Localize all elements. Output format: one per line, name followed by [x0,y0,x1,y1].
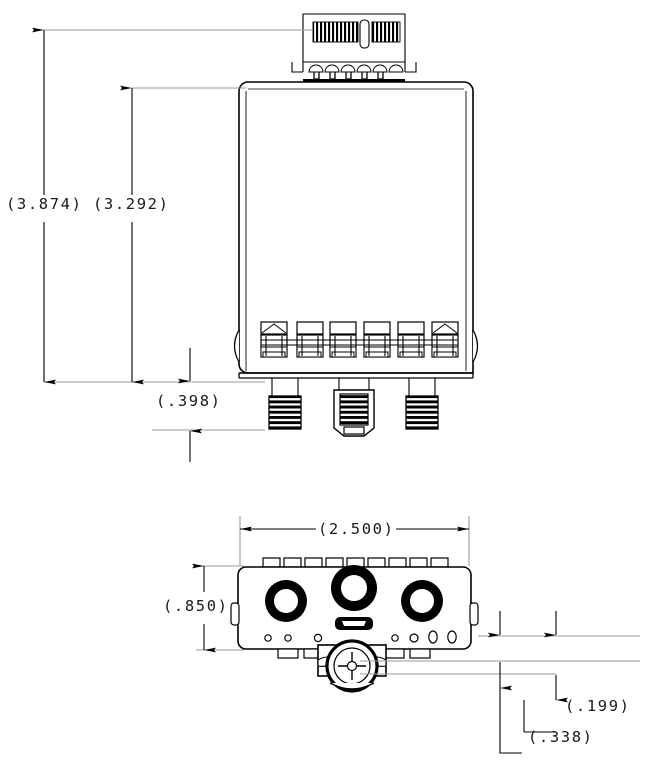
round-port-right [401,580,443,622]
front-view-dimensions [32,27,312,462]
dimension-label-body-height: (3.292) [93,195,170,213]
threaded-connector-left [268,378,302,430]
dimension-label-overall-width: (2.500) [318,520,395,538]
mounting-screw-assembly [317,639,387,693]
indicator-holes [264,630,457,644]
top-header-connector [291,13,417,83]
threaded-connector-right [405,378,439,430]
dimension-label-connector-projection: (.398) [156,392,222,410]
front-view-geometry [233,13,479,437]
dimension-label-overall-height: (3.874) [6,195,83,213]
dimension-label-screw-depth: (.338) [528,728,594,746]
round-port-center [331,565,377,611]
micro-usb-port [335,617,373,630]
bottom-view-geometry [230,557,479,693]
bottom-view-dimensions [192,516,640,754]
round-port-left [265,580,307,622]
dimension-label-body-depth: (.850) [163,597,229,615]
terminal-block-row [260,321,459,358]
enclosure-body-front [233,81,479,379]
threaded-connector-center [333,378,375,437]
dimension-label-screw-offset: (.199) [565,697,631,715]
